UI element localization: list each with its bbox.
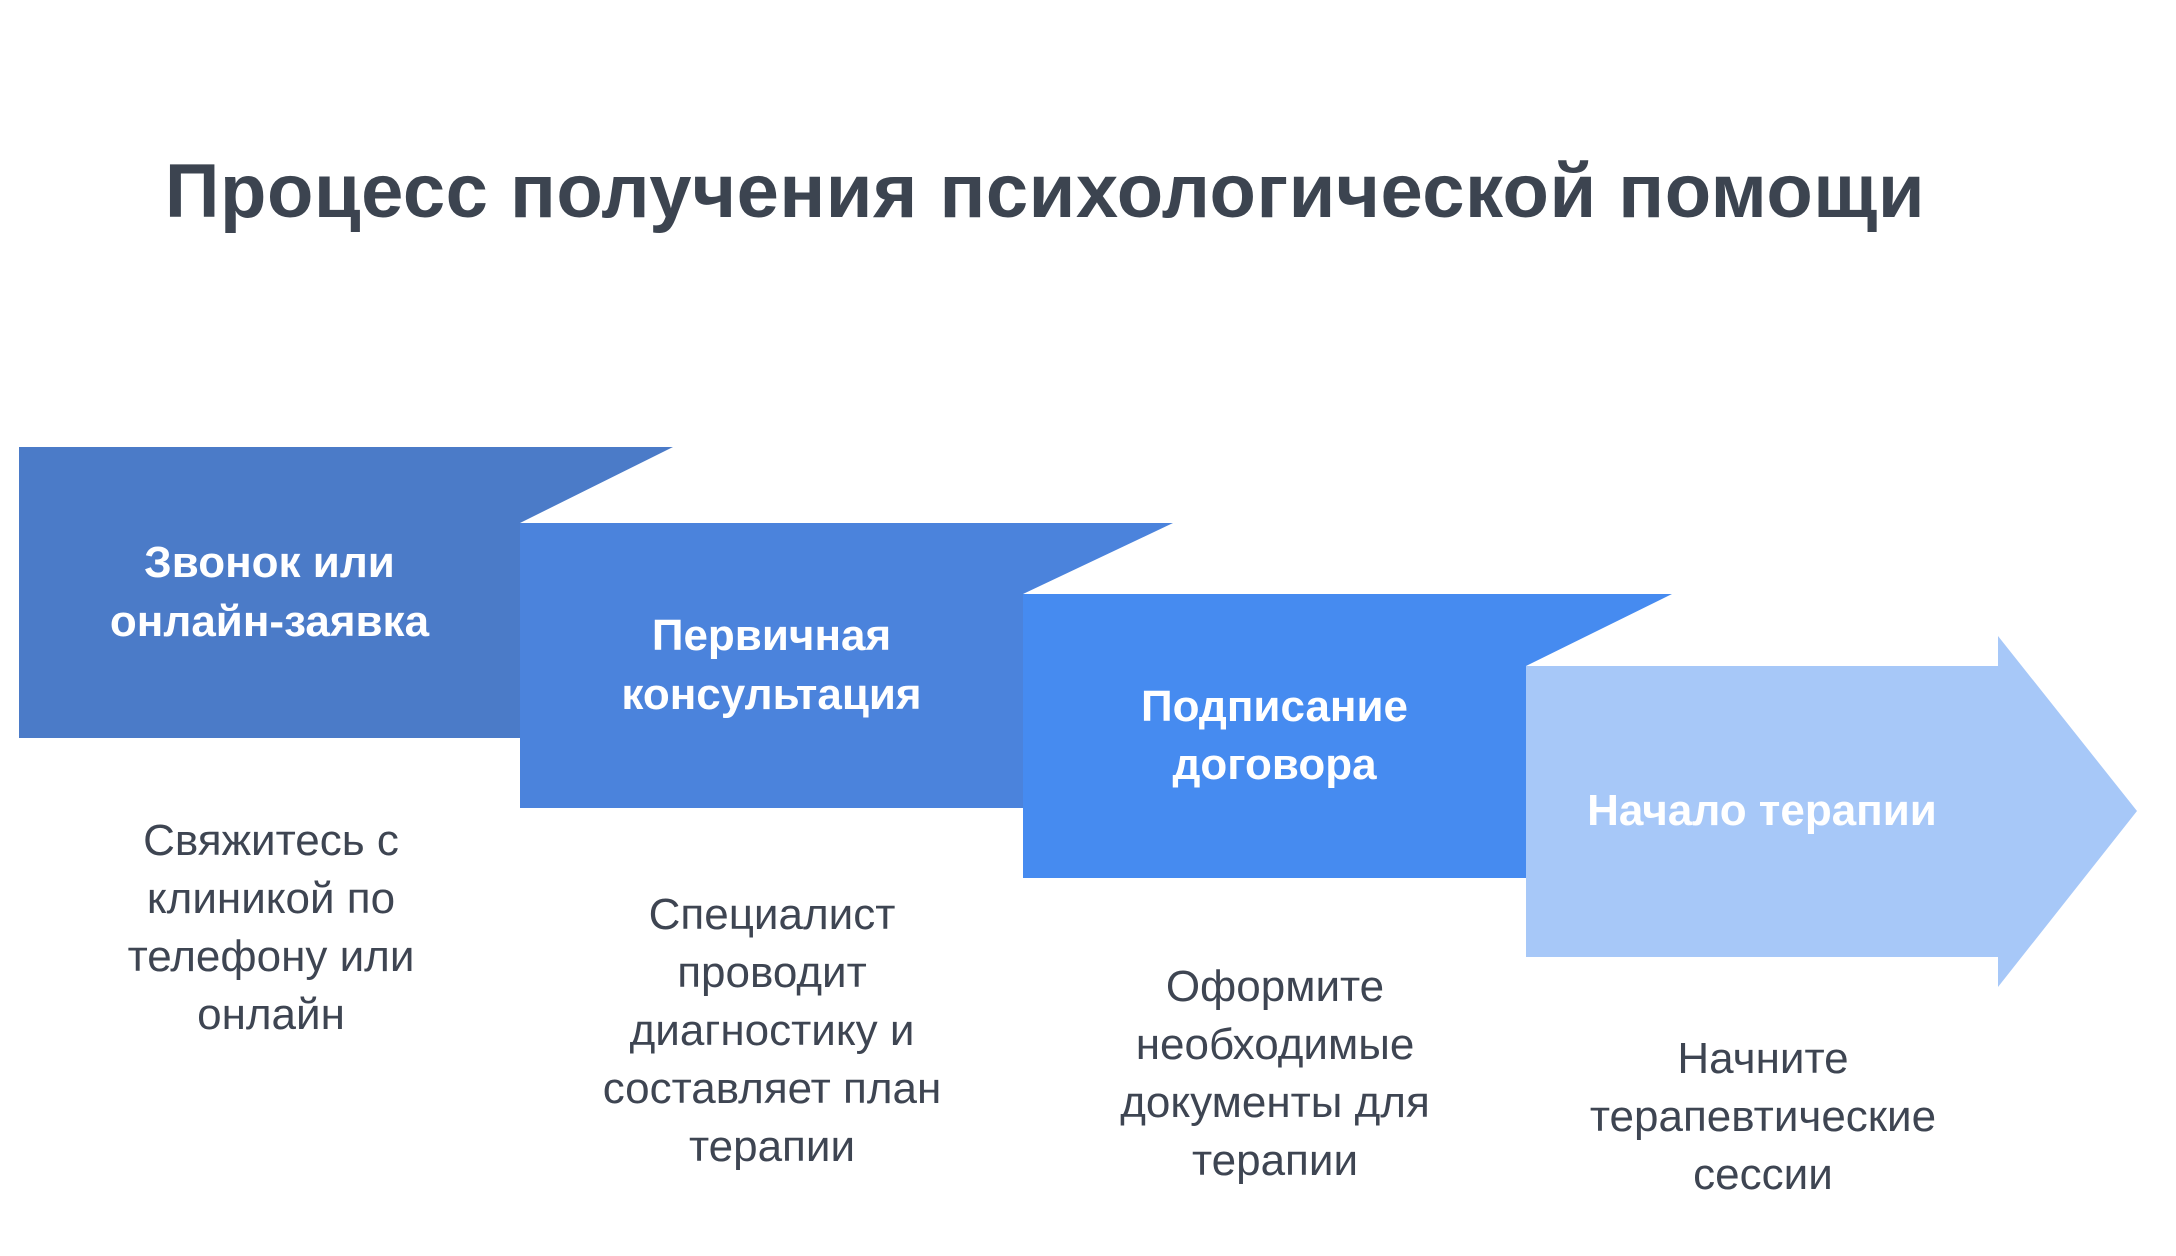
step-3-label-text: Подписание договора [1140,681,1409,789]
step-4-label-text: Начало терапии [1587,786,1937,836]
step-1-description: Свяжитесь с клиникой по телефону или онл… [127,816,415,1040]
step-2-description: Специалист проводит диагностику и состав… [602,890,942,1172]
step-3-label: Подписание договора [1023,594,1526,878]
step-4-arrow-shape [1526,636,2137,987]
step-2-label-text: Первичная консультация [621,611,922,719]
step-4-description: Начните терапевтические сессии [1589,1034,1937,1200]
step-4-label: Начало терапии [1526,666,1998,957]
step-2-label: Первичная консультация [520,523,1023,808]
diagram-title: Процесс получения психологической помощи [164,149,1926,234]
step-3-description: Оформите необходимые документы для терап… [1120,962,1430,1186]
step-1-label-text: Звонок или онлайн-заявка [109,538,430,646]
step-1-label: Звонок или онлайн-заявка [19,447,520,738]
